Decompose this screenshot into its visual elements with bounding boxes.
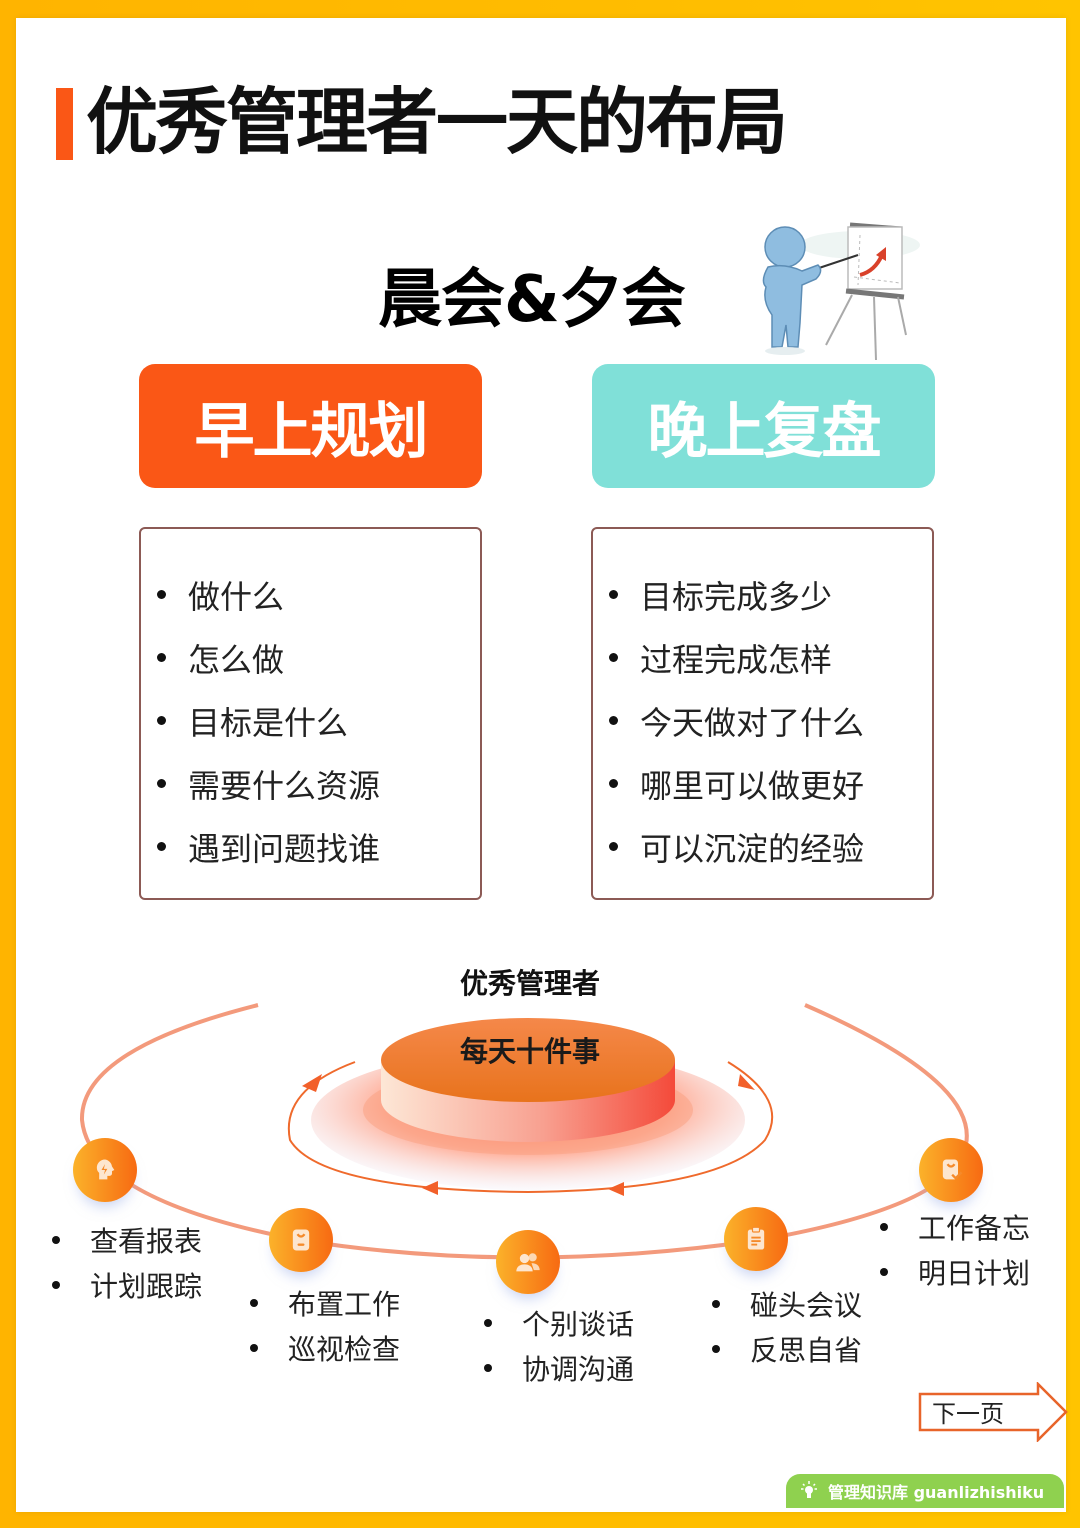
- node-reports: [73, 1138, 137, 1202]
- brand-watermark: 管理知识库 guanlizhishiku: [786, 1474, 1064, 1508]
- list-item: 巡视检查: [250, 1325, 400, 1370]
- ten-things-diagram: [79, 1003, 969, 1260]
- list-item: 哪里可以做更好: [593, 752, 932, 815]
- bullet-icon: [157, 842, 166, 851]
- list-item: 反思自省: [712, 1326, 862, 1371]
- list-item: 需要什么资源: [141, 752, 480, 815]
- bullet-icon: [712, 1344, 720, 1353]
- task-check-icon: [942, 1159, 963, 1180]
- bullet-icon: [250, 1343, 258, 1352]
- bullet-icon: [609, 842, 618, 851]
- title-accent-bar: [56, 88, 73, 160]
- diagram-center-label: 每天十件事: [459, 1035, 600, 1068]
- list-item: 目标完成多少: [593, 563, 932, 626]
- list-item: 今天做对了什么: [593, 689, 932, 752]
- list-item: 协调沟通: [484, 1345, 634, 1390]
- node-memo: [919, 1138, 983, 1202]
- node-talks: [496, 1230, 560, 1294]
- lightbulb-icon: [801, 1481, 817, 1498]
- list-item: 个别谈话: [484, 1300, 634, 1345]
- arrow-right-icon: [918, 1380, 1068, 1444]
- bullet-icon: [609, 590, 618, 599]
- list-item: 工作备忘: [880, 1204, 1030, 1249]
- node-memo-list: 工作备忘 明日计划: [880, 1204, 1030, 1294]
- page-title: 优秀管理者一天的布局: [86, 80, 788, 164]
- node-meeting: [724, 1207, 788, 1271]
- clipboard-icon: [747, 1226, 765, 1250]
- evening-review-tag: 晚上复盘: [592, 364, 935, 488]
- list-item: 可以沉淀的经验: [593, 815, 932, 878]
- list-item: 碰头会议: [712, 1281, 862, 1326]
- node-assign-work: [269, 1208, 333, 1272]
- list-item: 查看报表: [52, 1217, 202, 1262]
- bullet-icon: [52, 1235, 60, 1244]
- bullet-icon: [250, 1298, 258, 1307]
- list-item: 遇到问题找谁: [141, 815, 480, 878]
- list-item: 怎么做: [141, 626, 480, 689]
- bullet-icon: [157, 716, 166, 725]
- bullet-icon: [609, 716, 618, 725]
- morning-planning-tag: 早上规划: [139, 364, 482, 488]
- list-item: 布置工作: [250, 1280, 400, 1325]
- bullet-icon: [484, 1318, 492, 1327]
- list-item: 做什么: [141, 563, 480, 626]
- bullet-icon: [609, 779, 618, 788]
- node-talks-list: 个别谈话 协调沟通: [484, 1300, 634, 1390]
- morning-planning-list: 做什么 怎么做 目标是什么 需要什么资源 遇到问题找谁: [139, 527, 482, 900]
- bullet-icon: [712, 1299, 720, 1308]
- list-item: 计划跟踪: [52, 1262, 202, 1307]
- node-assign-work-list: 布置工作 巡视检查: [250, 1280, 400, 1370]
- bullet-icon: [52, 1280, 60, 1289]
- next-page-button[interactable]: 下一页: [918, 1380, 1068, 1444]
- people-icon: [516, 1253, 540, 1272]
- bullet-icon: [609, 653, 618, 662]
- bullet-icon: [157, 653, 166, 662]
- bullet-icon: [880, 1267, 888, 1276]
- list-item: 明日计划: [880, 1249, 1030, 1294]
- presenter-illustration-icon: [762, 222, 920, 361]
- list-item: 过程完成怎样: [593, 626, 932, 689]
- next-page-label: 下一页: [932, 1400, 1004, 1428]
- list-item: 目标是什么: [141, 689, 480, 752]
- bullet-icon: [157, 590, 166, 599]
- bullet-icon: [157, 779, 166, 788]
- brain-bolt-icon: [96, 1159, 115, 1180]
- bullet-icon: [880, 1222, 888, 1231]
- diagram-title: 优秀管理者: [459, 967, 600, 1000]
- evening-review-list: 目标完成多少 过程完成怎样 今天做对了什么 哪里可以做更好 可以沉淀的经验: [591, 527, 934, 900]
- node-reports-list: 查看报表 计划跟踪: [52, 1217, 202, 1307]
- task-card-icon: [292, 1229, 310, 1251]
- brand-label: 管理知识库 guanlizhishiku: [828, 1483, 1045, 1502]
- node-meeting-list: 碰头会议 反思自省: [712, 1281, 862, 1371]
- section-subtitle: 晨会&夕会: [378, 263, 686, 337]
- bullet-icon: [484, 1363, 492, 1372]
